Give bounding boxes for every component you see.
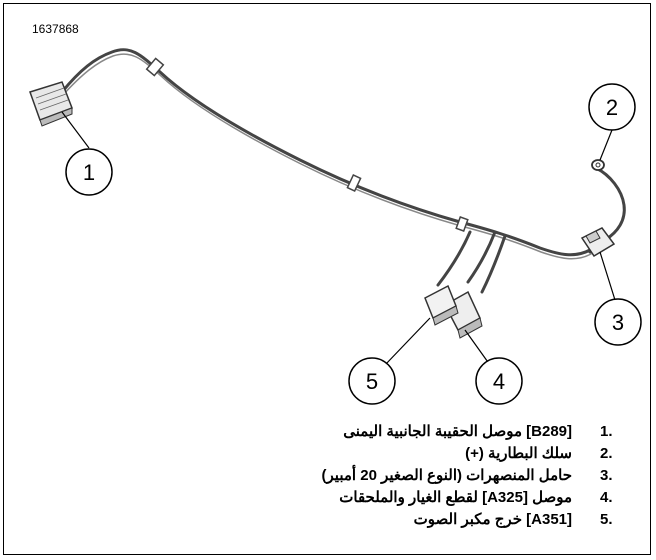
- connector-a351-icon: [424, 284, 459, 326]
- callout-3-label: 3: [612, 310, 624, 335]
- legend-number: 3.: [600, 466, 613, 484]
- connector-b289-icon: [29, 81, 73, 127]
- legend-text: حامل المنصهرات (النوع الصغير 20 أمبير): [321, 467, 572, 484]
- fuse-holder-icon: [580, 227, 616, 258]
- callout-2: 2: [588, 83, 636, 131]
- legend-number: 2.: [600, 444, 613, 462]
- battery-ring-terminal-icon: [591, 159, 605, 171]
- legend-text: [A351] خرج مكبر الصوت: [413, 511, 572, 528]
- legend-text: سلك البطارية (+): [465, 445, 572, 462]
- figure-frame: [3, 3, 651, 555]
- legend-item: موصل [A325] لقطع الغيار والملحقات 4.: [230, 486, 630, 508]
- harness-cable: [60, 48, 626, 294]
- callout-1: 1: [65, 148, 113, 196]
- cable-tape-marks: [145, 57, 469, 232]
- callout-5-label: 5: [366, 369, 378, 394]
- callout-leader-lines: [61, 111, 616, 366]
- legend-item: [B289] موصل الحقيبة الجانبية اليمنى 1.: [230, 420, 630, 442]
- legend-number: 1.: [600, 422, 613, 440]
- callout-4-label: 4: [493, 369, 505, 394]
- callout-1-label: 1: [83, 160, 95, 185]
- legend-text: [B289] موصل الحقيبة الجانبية اليمنى: [343, 423, 572, 440]
- legend-number: 5.: [600, 510, 613, 528]
- legend-text: موصل [A325] لقطع الغيار والملحقات: [339, 489, 572, 506]
- callout-4: 4: [475, 357, 523, 405]
- callout-5: 5: [348, 357, 396, 405]
- callout-3: 3: [594, 298, 642, 346]
- legend-item: [A351] خرج مكبر الصوت 5.: [230, 508, 630, 530]
- callout-2-label: 2: [606, 95, 618, 120]
- figure-id: 1637868: [32, 22, 79, 36]
- legend-item: سلك البطارية (+) 2.: [230, 442, 630, 464]
- legend-item: حامل المنصهرات (النوع الصغير 20 أمبير) 3…: [230, 464, 630, 486]
- legend-number: 4.: [600, 488, 613, 506]
- legend: [B289] موصل الحقيبة الجانبية اليمنى 1. س…: [230, 420, 630, 530]
